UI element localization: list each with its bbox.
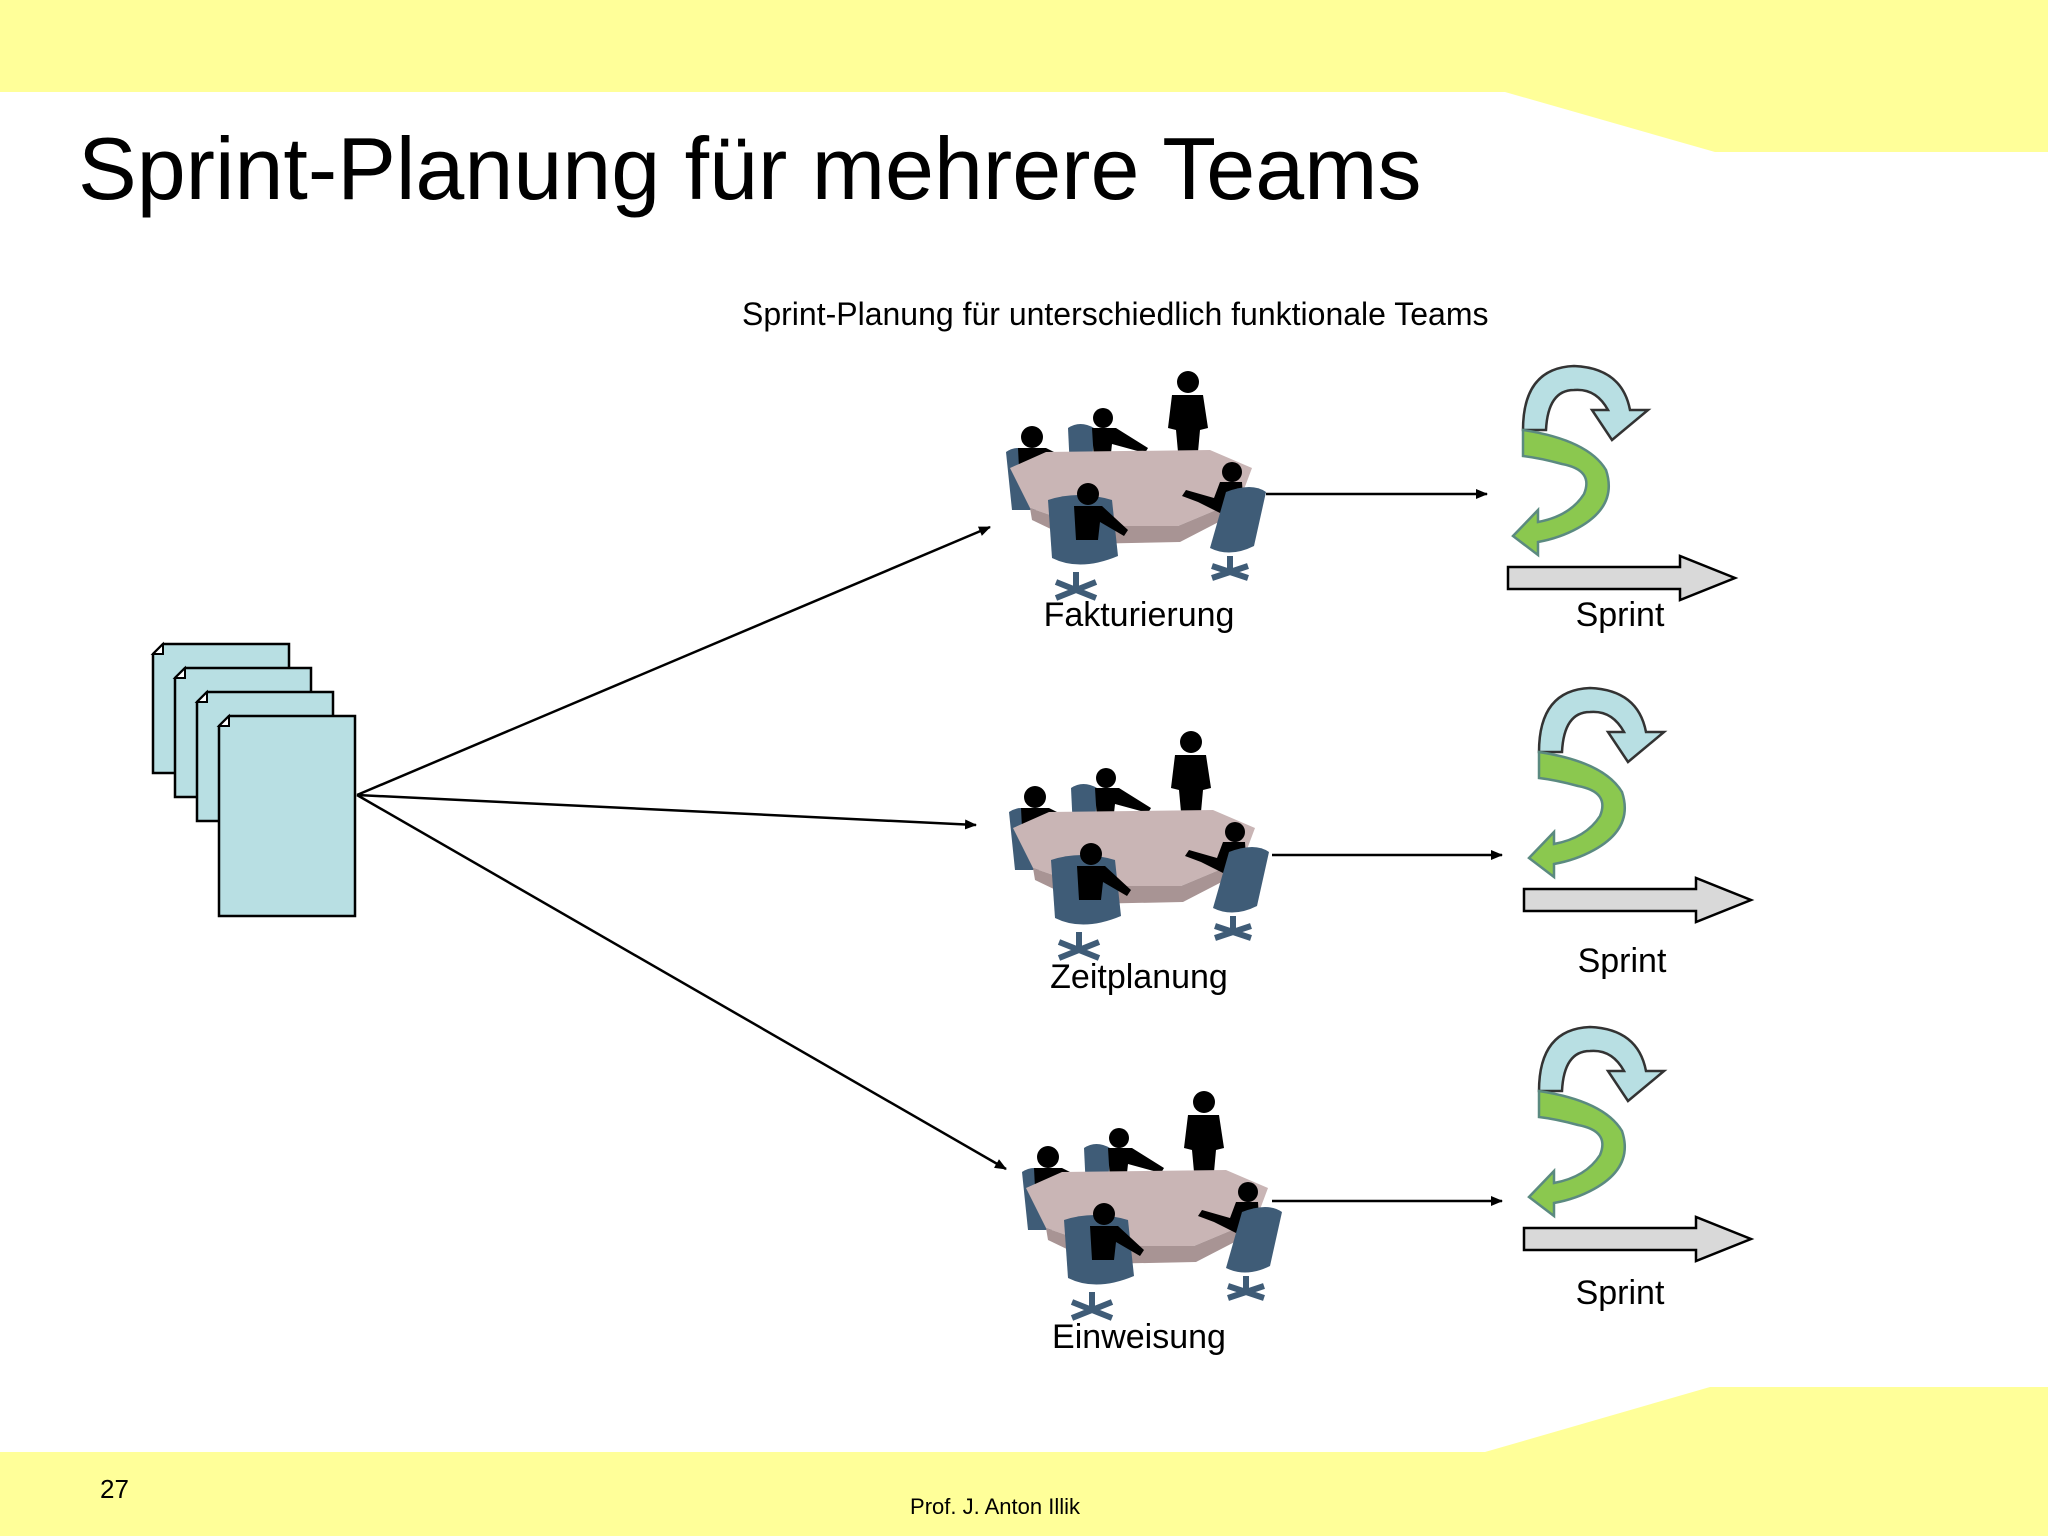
sprint-cycle-icon	[1506, 364, 1737, 602]
top-band	[0, 0, 2048, 152]
sprint-cycle-icon	[1522, 686, 1753, 924]
slide-title: Sprint-Planung für mehrere Teams	[78, 119, 1422, 218]
team-meeting-icon	[1006, 371, 1266, 598]
product-backlog-document-stack	[150, 641, 357, 918]
team-label-zeitplanung: Zeitplanung	[1050, 958, 1228, 996]
team-meeting-icon	[1022, 1091, 1282, 1318]
team-meeting-icon	[1009, 731, 1269, 958]
footer-author: Prof. J. Anton Illik	[910, 1494, 1080, 1519]
diagram-subtitle: Sprint-Planung für unterschiedlich funkt…	[742, 296, 1489, 332]
arrow-backlog-to-team-3	[356, 793, 1007, 1171]
arrow-backlog-to-team-1	[356, 525, 991, 797]
bottom-band	[0, 1387, 2048, 1536]
document-sheet	[217, 714, 357, 918]
sprint-label: Sprint	[1575, 1274, 1665, 1312]
page-number: 27	[100, 1474, 129, 1504]
team-label-fakturierung: Fakturierung	[1043, 596, 1235, 634]
sprint-cycle-icon	[1522, 1025, 1753, 1263]
team-label-einweisung: Einweisung	[1052, 1318, 1226, 1356]
arrow-backlog-to-team-2	[356, 793, 977, 830]
sprint-label: Sprint	[1577, 942, 1667, 980]
sprint-label: Sprint	[1575, 596, 1665, 634]
